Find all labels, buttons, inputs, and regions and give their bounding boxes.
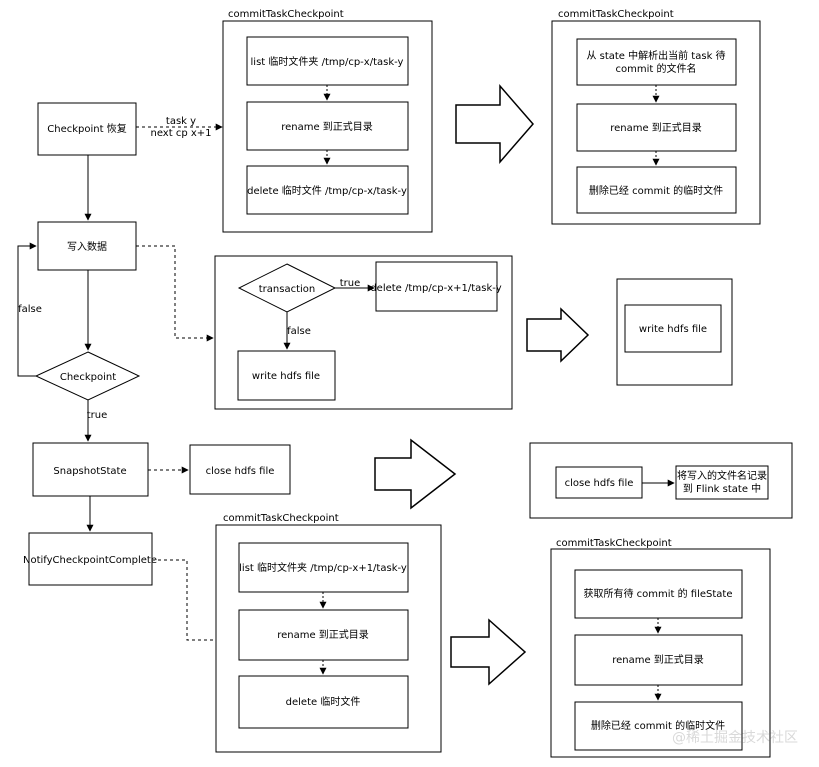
notify-before-title: commitTaskCheckpoint [223, 513, 339, 524]
notify-before-step2 [238, 609, 409, 661]
transform-arrow-4 [450, 618, 527, 686]
restore-after-step1-text-2: commit 的文件名 [616, 62, 697, 75]
close-hdfs-label: close hdfs file [206, 466, 275, 477]
notify-after-step2-text: rename 到正式目录 [612, 653, 704, 666]
notify-before-group: commitTaskCheckpoint list 临时文件夹 /tmp/cp-… [215, 513, 442, 753]
notify-before-step1 [238, 542, 409, 593]
restore-after-title: commitTaskCheckpoint [558, 9, 674, 20]
dashed-connectors [136, 123, 229, 644]
watermark: @稀土掘金技术社区 [672, 730, 798, 746]
restore-after-step1 [576, 38, 737, 86]
transaction-true-label: true [340, 278, 361, 289]
restore-before-step3 [246, 165, 409, 215]
restore-before-title: commitTaskCheckpoint [228, 9, 344, 20]
notify-after-step3-text: 删除已经 commit 的临时文件 [591, 719, 725, 732]
write-data-label: 写入数据 [67, 240, 107, 253]
transform-arrow-3 [374, 438, 457, 510]
restore-after-step3-text: 删除已经 commit 的临时文件 [589, 184, 723, 197]
snapshot-after-group: close hdfs file 将写入的文件名记录 到 Flink state … [529, 442, 793, 519]
snapshot-state-node [32, 442, 149, 497]
snapshot-state-label: SnapshotState [53, 466, 126, 477]
notify-before-step3-text: delete 临时文件 [286, 695, 361, 708]
record-state-box [675, 465, 769, 500]
notify-before-step2-text: rename 到正式目录 [277, 628, 369, 641]
transaction-label: transaction [259, 284, 316, 295]
delete-tmp-box [375, 261, 498, 312]
notify-complete-label: NotifyCheckpointComplete [23, 555, 157, 566]
restore-after-step2 [576, 103, 737, 152]
edge-write-to-transaction [136, 245, 214, 342]
notify-after-title: commitTaskCheckpoint [556, 538, 672, 549]
checkpoint-decision-label: Checkpoint [60, 372, 116, 383]
close-hdfs-after-box [555, 466, 643, 499]
close-hdfs-after-label: close hdfs file [565, 478, 634, 489]
restore-after-step2-text: rename 到正式目录 [610, 121, 702, 134]
restore-before-step1 [246, 36, 409, 86]
restore-after-step3 [576, 166, 737, 214]
notify-before-step3 [238, 675, 409, 729]
restore-after-group: commitTaskCheckpoint 从 state 中解析出当前 task… [551, 9, 761, 225]
notify-complete-node [28, 532, 153, 586]
restore-before-step3-text: delete 临时文件 /tmp/cp-x/task-y [247, 184, 407, 197]
edge-false-label: false [18, 304, 42, 315]
transaction-false-label: false [287, 326, 311, 337]
restore-before-step2-text: rename 到正式目录 [281, 120, 373, 133]
checkpoint-restore-label: Checkpoint 恢复 [47, 122, 126, 135]
write-hdfs-after-label: write hdfs file [639, 324, 707, 335]
transform-arrow-2 [526, 307, 590, 363]
delete-tmp-label: delete /tmp/cp-x+1/task-y [370, 283, 501, 294]
write-hdfs-after-box [624, 304, 722, 353]
write-after-group: write hdfs file [616, 278, 733, 386]
left-flow-labels: Checkpoint 恢复 写入数据 Checkpoint SnapshotSt… [18, 116, 211, 566]
edge-checkpoint-false-loop [17, 242, 37, 377]
left-flow-connectors [17, 155, 94, 532]
transform-arrow-1 [455, 83, 534, 165]
notify-after-step1-text: 获取所有待 commit 的 fileState [583, 587, 732, 600]
write-data-node [37, 221, 137, 271]
record-state-label-2: 到 Flink state 中 [683, 482, 761, 495]
notify-after-group: commitTaskCheckpoint 获取所有待 commit 的 file… [550, 538, 771, 758]
left-flow [28, 102, 153, 586]
write-before-group: transaction true false delete /tmp/cp-x+… [214, 255, 513, 410]
edge-notify-to-commit [152, 559, 229, 644]
restore-before-step2 [246, 101, 409, 151]
restore-before-step1-text: list 临时文件夹 /tmp/cp-x/task-y [251, 55, 404, 68]
notify-before-step1-text: list 临时文件夹 /tmp/cp-x+1/task-y [239, 561, 407, 574]
write-hdfs-box [237, 350, 336, 401]
restore-before-group: commitTaskCheckpoint list 临时文件夹 /tmp/cp-… [222, 9, 433, 233]
write-hdfs-label: write hdfs file [252, 371, 320, 382]
notify-after-step3 [574, 701, 743, 751]
restore-after-step1-text-1: 从 state 中解析出当前 task 待 [586, 49, 725, 62]
notify-after-step2 [574, 634, 743, 686]
close-hdfs-box [189, 444, 291, 495]
record-state-label-1: 将写入的文件名记录 [677, 469, 767, 482]
restore-edge-label-1: task y [166, 116, 196, 127]
restore-edge-label-2: next cp x+1 [150, 128, 211, 139]
checkpoint-restore-node [37, 102, 137, 156]
edge-true-label: true [87, 410, 108, 421]
